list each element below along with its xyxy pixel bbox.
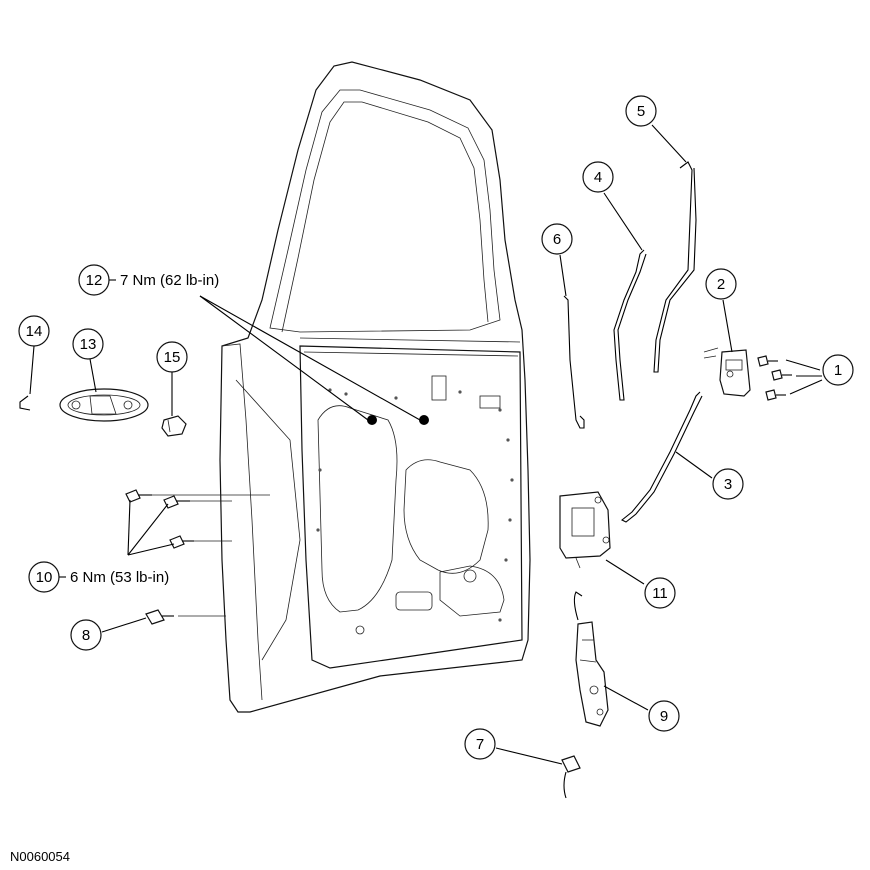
grommet-part bbox=[161, 415, 187, 437]
callout-6-number: 6 bbox=[553, 231, 561, 248]
lock-module-part bbox=[559, 491, 611, 569]
callout-15-number: 15 bbox=[164, 349, 181, 366]
hinge-bolts bbox=[125, 489, 270, 549]
callout-6: 6 bbox=[541, 223, 573, 255]
callout-4-number: 4 bbox=[594, 169, 602, 186]
torque-spec-10: 6 Nm (53 lb-in) bbox=[70, 569, 169, 586]
callout-14: 14 bbox=[18, 315, 50, 347]
callout-4: 4 bbox=[582, 161, 614, 193]
callout-2: 2 bbox=[705, 268, 737, 300]
panel-rivets bbox=[316, 388, 514, 622]
rod-5 bbox=[653, 161, 697, 373]
callout-9-number: 9 bbox=[660, 708, 668, 725]
callout-3: 3 bbox=[712, 468, 744, 500]
door-shell bbox=[219, 61, 531, 713]
callout-1: 1 bbox=[822, 354, 854, 386]
callout-11: 11 bbox=[644, 577, 676, 609]
check-pin-part bbox=[145, 609, 226, 625]
callout-12-number: 12 bbox=[86, 272, 103, 289]
callout-5: 5 bbox=[625, 95, 657, 127]
cable-3 bbox=[620, 391, 703, 523]
latch-part bbox=[703, 347, 751, 397]
actuator-part bbox=[573, 591, 609, 727]
callout-8: 8 bbox=[70, 619, 102, 651]
callout-10: 10 bbox=[28, 561, 60, 593]
connector-part bbox=[561, 755, 581, 799]
clip-part bbox=[19, 395, 31, 411]
callout-8-number: 8 bbox=[82, 627, 90, 644]
callout-14-number: 14 bbox=[26, 323, 43, 340]
callout-7-number: 7 bbox=[476, 736, 484, 753]
callout-5-number: 5 bbox=[637, 103, 645, 120]
callout-1-number: 1 bbox=[834, 362, 842, 379]
rod-6 bbox=[563, 295, 585, 429]
callout-11-number: 11 bbox=[652, 585, 668, 602]
exterior-handle-part bbox=[59, 388, 149, 422]
callout-9: 9 bbox=[648, 700, 680, 732]
torque-spec-12: 7 Nm (62 lb-in) bbox=[120, 272, 219, 289]
figure-reference: N0060054 bbox=[10, 849, 70, 864]
callout-3-number: 3 bbox=[724, 476, 732, 493]
callout-12: 12 bbox=[78, 264, 110, 296]
callout-2-number: 2 bbox=[717, 276, 725, 293]
callout-15: 15 bbox=[156, 341, 188, 373]
callout-13: 13 bbox=[72, 328, 104, 360]
leader-lines bbox=[29, 124, 823, 765]
callout-10-number: 10 bbox=[36, 569, 53, 586]
latch-screws bbox=[757, 355, 792, 401]
callout-7: 7 bbox=[464, 728, 496, 760]
rod-4 bbox=[613, 249, 647, 401]
callout-13-number: 13 bbox=[80, 336, 97, 353]
